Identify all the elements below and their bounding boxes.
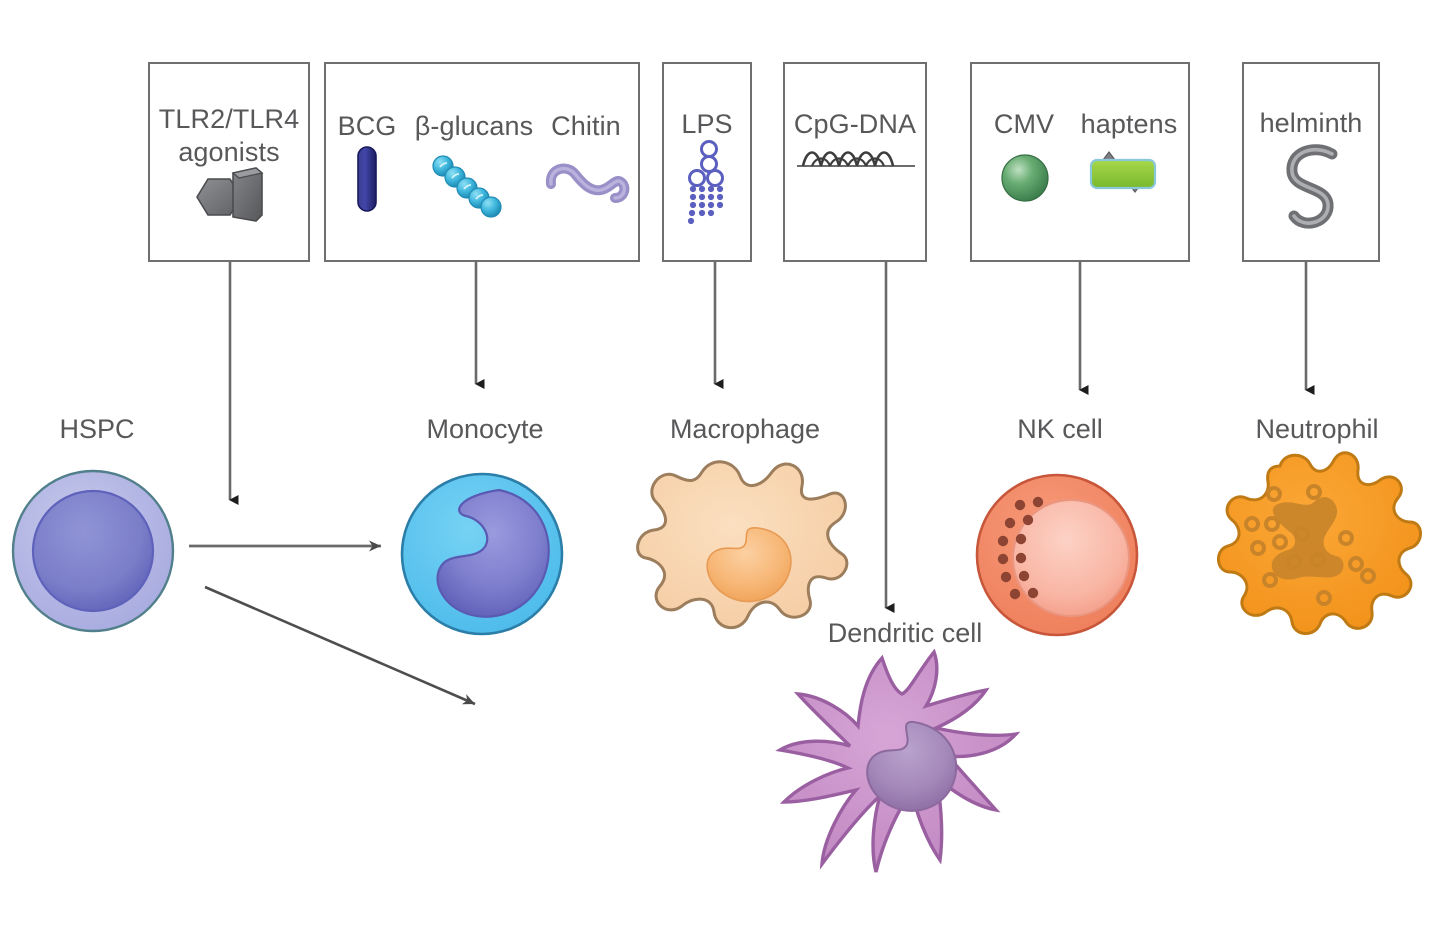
stimulus-label-chitin: Chitin (551, 111, 621, 141)
cell-label-nk: NK cell (1017, 414, 1103, 444)
cell-hspc (8, 466, 178, 636)
stimulus-box-fungal-bacterial (324, 62, 640, 262)
stimulus-label-beta-glucans: β-glucans (414, 111, 534, 141)
stimulus-label-cpg-dna: CpG-DNA (793, 109, 917, 139)
cell-label-macrophage: Macrophage (669, 414, 821, 444)
cell-nk (972, 470, 1142, 640)
cell-monocyte (396, 468, 568, 640)
bcg-bacillus-icon (352, 144, 382, 214)
stimulus-label-lps: LPS (681, 109, 733, 139)
cpg-dna-helix-icon (795, 142, 917, 174)
cmv-virion-icon (1000, 153, 1050, 203)
helminth-worm-icon (1274, 142, 1350, 242)
cell-label-hspc: HSPC (59, 414, 135, 444)
cell-macrophage (636, 450, 850, 640)
stimulus-label-tlr-line1: TLR2/TLR4 (158, 104, 300, 134)
cell-label-dendritic: Dendritic cell (827, 618, 983, 648)
cell-dendritic (764, 648, 1034, 900)
cell-label-neutrophil: Neutrophil (1255, 414, 1379, 444)
lps-molecule-icon (684, 140, 734, 236)
stimulus-label-bcg: BCG (337, 111, 397, 141)
stimulus-box-lps (662, 62, 752, 262)
stimulus-label-tlr-line2: agonists (178, 136, 280, 167)
cell-label-monocyte: Monocyte (426, 414, 544, 444)
stimulus-label-helminth: helminth (1259, 108, 1363, 138)
stimulus-label-haptens: haptens (1080, 109, 1178, 139)
beta-glucan-chain-icon (432, 155, 504, 218)
stimulus-box-helminth (1242, 62, 1380, 262)
tlr-agonist-icon (188, 165, 272, 237)
cell-neutrophil (1217, 451, 1422, 635)
stimulus-label-tlr: TLR2/TLR4 agonists (148, 103, 310, 169)
hapten-icon (1083, 144, 1165, 206)
stimulus-box-tlr (148, 62, 310, 262)
chitin-squiggle-icon (545, 158, 630, 206)
stimulus-label-cmv: CMV (993, 109, 1055, 139)
